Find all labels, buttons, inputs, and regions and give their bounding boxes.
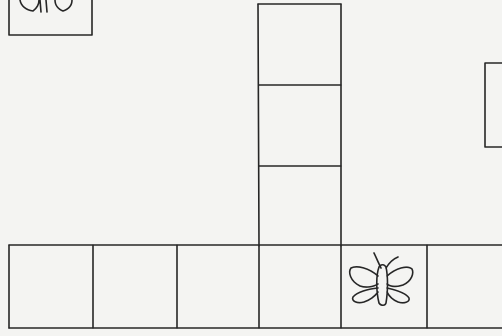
right-edge-box [485, 63, 502, 147]
bottom-row [9, 245, 502, 328]
butterfly-icon [350, 253, 413, 305]
tower [258, 4, 341, 246]
butterfly-icon [20, 0, 72, 12]
top-left-box [9, 0, 92, 35]
